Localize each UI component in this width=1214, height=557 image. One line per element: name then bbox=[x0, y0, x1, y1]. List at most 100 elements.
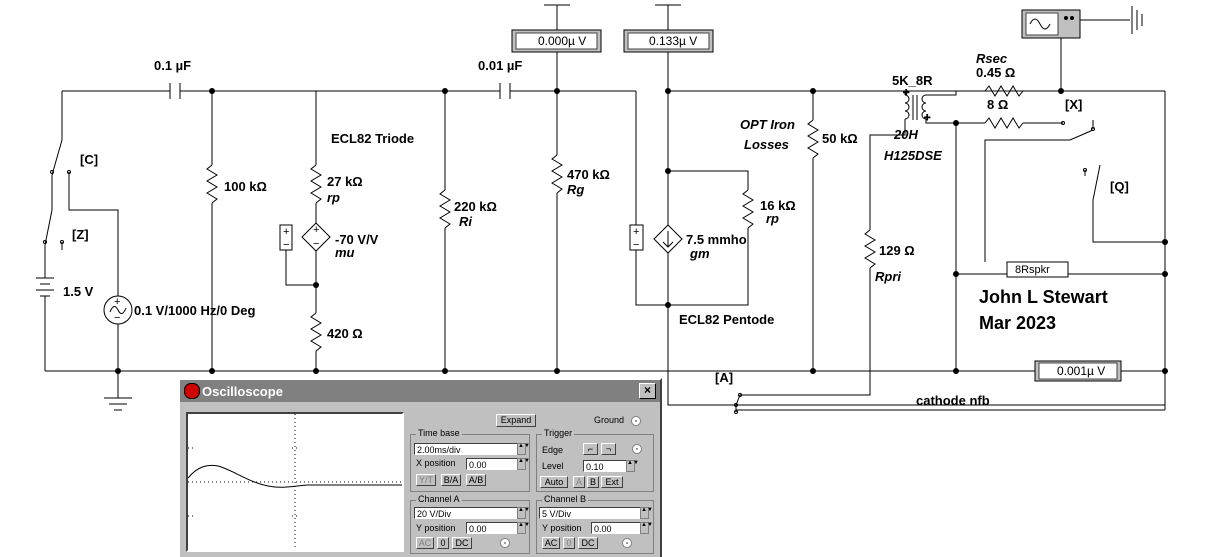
trigger-b-button[interactable]: B bbox=[587, 476, 599, 488]
voltmeter-1[interactable]: 0.000µ V bbox=[511, 29, 602, 53]
edge-label: Edge bbox=[542, 445, 564, 455]
r16k-name: rp bbox=[766, 211, 779, 226]
time-base-field[interactable]: 2.00ms/div bbox=[414, 443, 518, 455]
author-label: John L Stewart bbox=[979, 287, 1108, 307]
channel-b-ac-button[interactable]: AC bbox=[542, 537, 560, 549]
x-position-field[interactable]: 0.00 bbox=[466, 458, 518, 470]
channel-a-scale-spinner[interactable]: ▲▼ bbox=[517, 507, 530, 519]
expand-button[interactable]: Expand bbox=[496, 414, 536, 427]
channel-a-ypos-field[interactable]: 0.00 bbox=[466, 522, 518, 534]
channel-b-zero-button[interactable]: 0 bbox=[563, 537, 575, 549]
trigger-group bbox=[536, 434, 654, 492]
voltmeter-3[interactable]: 0.001µ V bbox=[1034, 360, 1122, 382]
resistor-50k bbox=[807, 119, 819, 159]
time-base-spinner[interactable]: ▲▼ bbox=[517, 443, 530, 455]
level-spinner[interactable]: ▲▼ bbox=[626, 460, 639, 472]
oscilloscope-app-icon bbox=[184, 383, 200, 399]
time-base-title: Time base bbox=[416, 428, 462, 438]
channel-b-group bbox=[536, 500, 654, 554]
scope-trace bbox=[187, 414, 402, 550]
channel-a-ac-button[interactable]: AC bbox=[416, 537, 434, 549]
trigger-ext-button[interactable]: Ext bbox=[601, 476, 623, 488]
svg-text:+: + bbox=[313, 224, 319, 236]
channel-b-scale-field[interactable]: 5 V/Div bbox=[539, 507, 641, 519]
capacitor-c1 bbox=[169, 83, 181, 99]
channel-b-ypos-label: Y position bbox=[542, 523, 582, 533]
channel-b-scale-spinner[interactable]: ▲▼ bbox=[640, 507, 653, 519]
vccs-sense-gm bbox=[629, 224, 644, 251]
resistor-100k bbox=[206, 164, 218, 204]
level-label: Level bbox=[542, 461, 564, 471]
voltmeter-3-reading: 0.001µ V bbox=[1057, 364, 1105, 378]
node-c-label: [C] bbox=[80, 152, 98, 167]
channel-a-scale-field[interactable]: 20 V/Div bbox=[414, 507, 518, 519]
r8-label: 8 Ω bbox=[987, 97, 1008, 112]
resistor-129 bbox=[864, 229, 876, 269]
rsec-value: 0.45 Ω bbox=[976, 65, 1015, 80]
c2-label: 0.01 µF bbox=[478, 58, 522, 73]
node-x-label: [X] bbox=[1065, 97, 1082, 112]
channel-a-group bbox=[410, 500, 530, 554]
r50k-label: 50 kΩ bbox=[822, 131, 858, 146]
ground-terminal[interactable] bbox=[631, 416, 641, 426]
trigger-terminal[interactable] bbox=[632, 444, 642, 454]
vcvs-sense-mu bbox=[279, 224, 293, 251]
time-base-group bbox=[410, 434, 530, 492]
channel-b-ypos-spinner[interactable]: ▲▼ bbox=[640, 522, 653, 534]
speaker-label: 8Rspkr bbox=[1015, 264, 1050, 276]
gm-value: 7.5 mmho bbox=[686, 232, 747, 247]
channel-b-ypos-field[interactable]: 0.00 bbox=[591, 522, 641, 534]
ground-label: Ground bbox=[594, 415, 625, 425]
oscilloscope-window[interactable]: Oscilloscope × Expand Ground Time base 2… bbox=[178, 378, 662, 557]
resistor-470k bbox=[551, 154, 563, 194]
ac-source-label: 0.1 V/1000 Hz/0 Deg bbox=[134, 303, 255, 318]
rising-edge-button[interactable]: ⌐ bbox=[583, 443, 598, 455]
voltmeter-2[interactable]: 0.133µ V bbox=[623, 29, 714, 53]
channel-a-dc-button[interactable]: DC bbox=[452, 537, 472, 549]
close-button[interactable]: × bbox=[639, 383, 656, 399]
ground-symbol bbox=[104, 397, 132, 411]
channel-a-zero-button[interactable]: 0 bbox=[437, 537, 449, 549]
node-a-label: [A] bbox=[715, 370, 733, 385]
r129-name: Rpri bbox=[875, 269, 901, 284]
falling-edge-button[interactable]: ¬ bbox=[601, 443, 616, 455]
junction-dots bbox=[115, 88, 1168, 374]
r470k-name: Rg bbox=[567, 182, 584, 197]
switch-c bbox=[51, 139, 63, 176]
channel-a-ypos-spinner[interactable]: ▲▼ bbox=[517, 522, 530, 534]
svg-text:−: − bbox=[313, 238, 319, 250]
channel-b-dc-button[interactable]: DC bbox=[578, 537, 598, 549]
r16k-label: 16 kΩ bbox=[760, 198, 796, 213]
triode-title: ECL82 Triode bbox=[331, 131, 414, 146]
r27k-name: rp bbox=[327, 190, 340, 205]
yt-button[interactable]: Y/T bbox=[416, 474, 436, 486]
resistor-rsec bbox=[984, 85, 1024, 97]
date-label: Mar 2023 bbox=[979, 313, 1056, 333]
resistor-16k bbox=[742, 189, 754, 229]
oscilloscope-title: Oscilloscope bbox=[202, 384, 283, 399]
node-q-label: [Q] bbox=[1110, 179, 1129, 194]
oscilloscope-titlebar[interactable]: Oscilloscope × bbox=[180, 380, 660, 402]
oscilloscope-icon[interactable] bbox=[1021, 9, 1081, 39]
ab-button[interactable]: A/B bbox=[466, 474, 486, 486]
channel-a-terminal[interactable] bbox=[500, 538, 510, 548]
mu-name: mu bbox=[335, 245, 355, 260]
channel-b-terminal[interactable] bbox=[622, 538, 632, 548]
transformer-name: 5K_8R bbox=[892, 73, 933, 88]
resistor-420 bbox=[310, 312, 322, 352]
ba-button[interactable]: B/A bbox=[441, 474, 461, 486]
channel-a-title: Channel A bbox=[416, 494, 462, 504]
r129-label: 129 Ω bbox=[879, 243, 915, 258]
svg-text:+: + bbox=[283, 226, 289, 238]
x-position-spinner[interactable]: ▲▼ bbox=[517, 458, 530, 470]
auto-button[interactable]: Auto bbox=[540, 476, 568, 488]
transformer-inductance: 20H bbox=[893, 127, 918, 142]
capacitor-c2 bbox=[499, 83, 511, 99]
level-field[interactable]: 0.10 bbox=[583, 460, 627, 472]
oscilloscope-screen bbox=[186, 412, 404, 552]
trigger-a-button[interactable]: A bbox=[573, 476, 585, 488]
svg-text:−: − bbox=[633, 239, 639, 251]
switch-x bbox=[1069, 129, 1094, 141]
resistor-27k bbox=[310, 164, 322, 204]
resistor-8 bbox=[984, 117, 1024, 129]
